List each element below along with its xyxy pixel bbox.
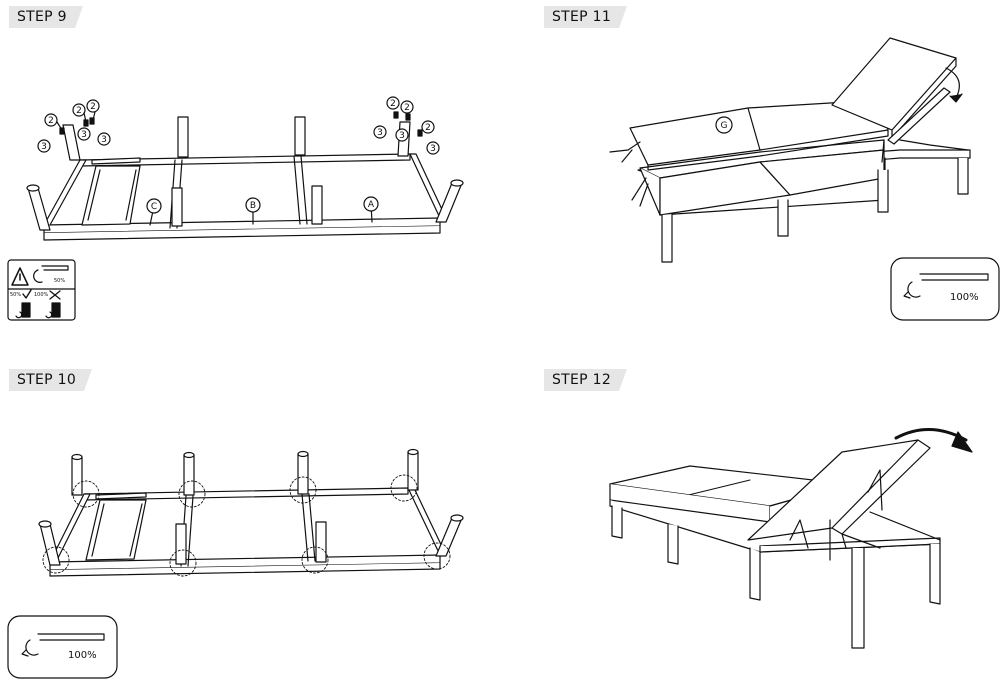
step11-lounger: G	[609, 37, 971, 263]
step9-frame	[26, 116, 464, 241]
cross-icon	[49, 290, 61, 300]
step10-torque-box: 100%	[7, 615, 118, 679]
screw-3-callout: 3	[81, 130, 87, 140]
step10-frame	[38, 448, 464, 577]
rotation-arrow-icon	[21, 649, 29, 657]
step-10-label: STEP 10	[9, 369, 93, 391]
step12-lounger	[609, 428, 973, 649]
step10-torque-label: 100%	[68, 650, 97, 661]
screw-3-callout: 3	[101, 135, 107, 145]
warning-torque-label: 50%	[54, 278, 65, 284]
screw-2-callout: 2	[90, 102, 96, 112]
screw-2-callout: 2	[425, 123, 431, 133]
part-c-callout: C	[151, 202, 157, 212]
allen-key-icon	[33, 265, 69, 283]
step11-torque-label: 100%	[950, 292, 979, 303]
rotation-arrow-icon	[903, 291, 911, 299]
step9-callouts: C B A 2 2 2 3 3 3 2 2 2 3 3 3	[37, 96, 440, 214]
part-g-callout: G	[721, 121, 728, 131]
screw-2-callout: 2	[48, 116, 54, 126]
screw-3-callout: 3	[399, 131, 405, 141]
screw-2-callout: 2	[76, 106, 82, 116]
step9-torque-warning: 50% 50% 100%	[7, 259, 76, 321]
allen-key-icon	[25, 633, 105, 656]
screw-3-callout: 3	[41, 142, 47, 152]
step-11-label: STEP 11	[544, 6, 628, 28]
screw-2-callout: 2	[390, 99, 396, 109]
ok-torque-label: 50%	[10, 292, 21, 298]
screw-2-callout: 2	[404, 103, 410, 113]
step11-torque-box: 100%	[890, 257, 1000, 321]
step-9-label: STEP 9	[9, 6, 83, 28]
allen-key-icon	[907, 273, 989, 298]
part-a-callout: A	[368, 200, 375, 210]
step-12-label: STEP 12	[544, 369, 628, 391]
screw-3-callout: 3	[377, 128, 383, 138]
part-b-callout: B	[250, 201, 256, 211]
check-icon	[22, 289, 32, 299]
bad-torque-label: 100%	[34, 292, 49, 298]
screw-3-callout: 3	[430, 144, 436, 154]
